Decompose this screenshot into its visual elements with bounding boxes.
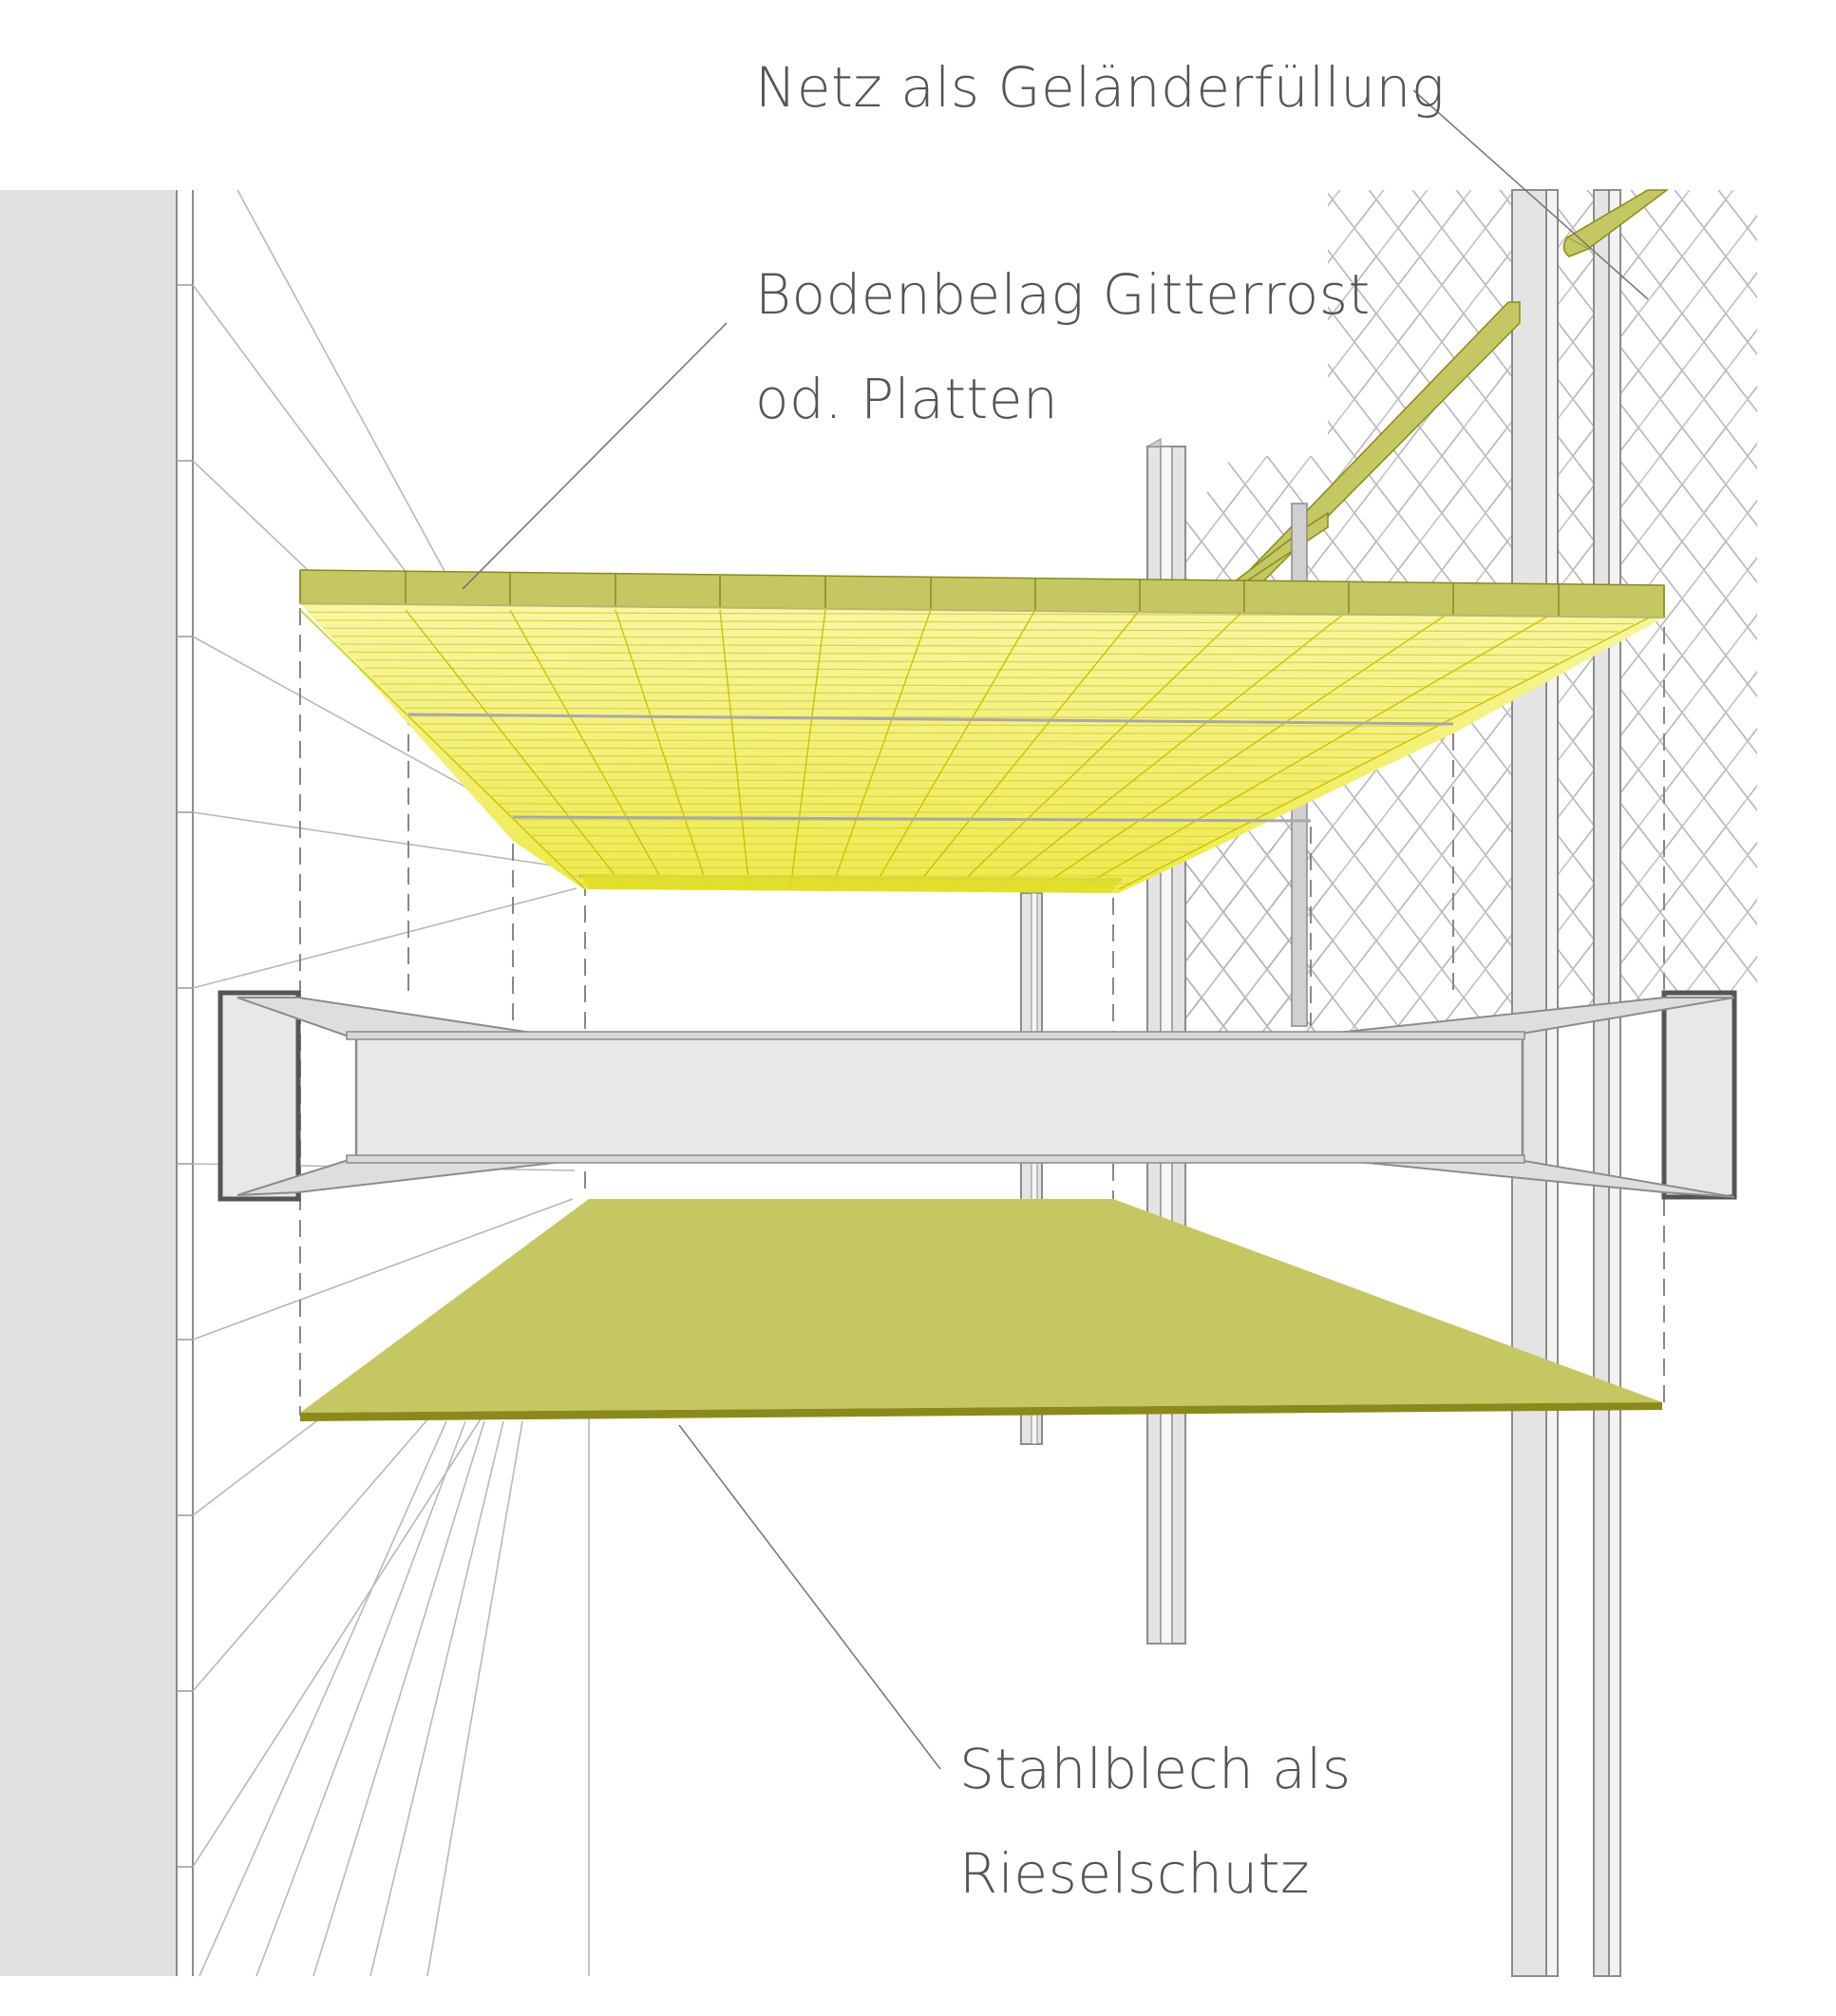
perspective-line [370, 1421, 503, 1976]
label-grating-line2: od. Platten [755, 359, 1058, 439]
leader-sheet [679, 1425, 940, 1769]
perspective-line [313, 1421, 484, 1976]
perspective-line [193, 888, 577, 988]
label-sheet-line1: Stahlblech als [959, 1729, 1352, 1809]
building-wall [0, 190, 193, 1976]
grating-bar [532, 836, 1223, 837]
label-net: Netz als Geländerfüllung [755, 48, 1445, 127]
steel-beam-horizontal [220, 993, 1734, 1199]
perspective-line [256, 1421, 465, 1976]
label-sheet-line2: Rieselschutz [959, 1834, 1310, 1913]
perspective-line [199, 1421, 446, 1976]
grating-bar [547, 851, 1192, 852]
steel-sheet [300, 1199, 1662, 1421]
leader-grating [463, 323, 727, 589]
perspective-line [237, 190, 446, 575]
perspective-line [427, 1421, 522, 1976]
grating-bar [539, 844, 1208, 845]
label-grating-line1: Bodenbelag Gitterrost [755, 255, 1371, 334]
